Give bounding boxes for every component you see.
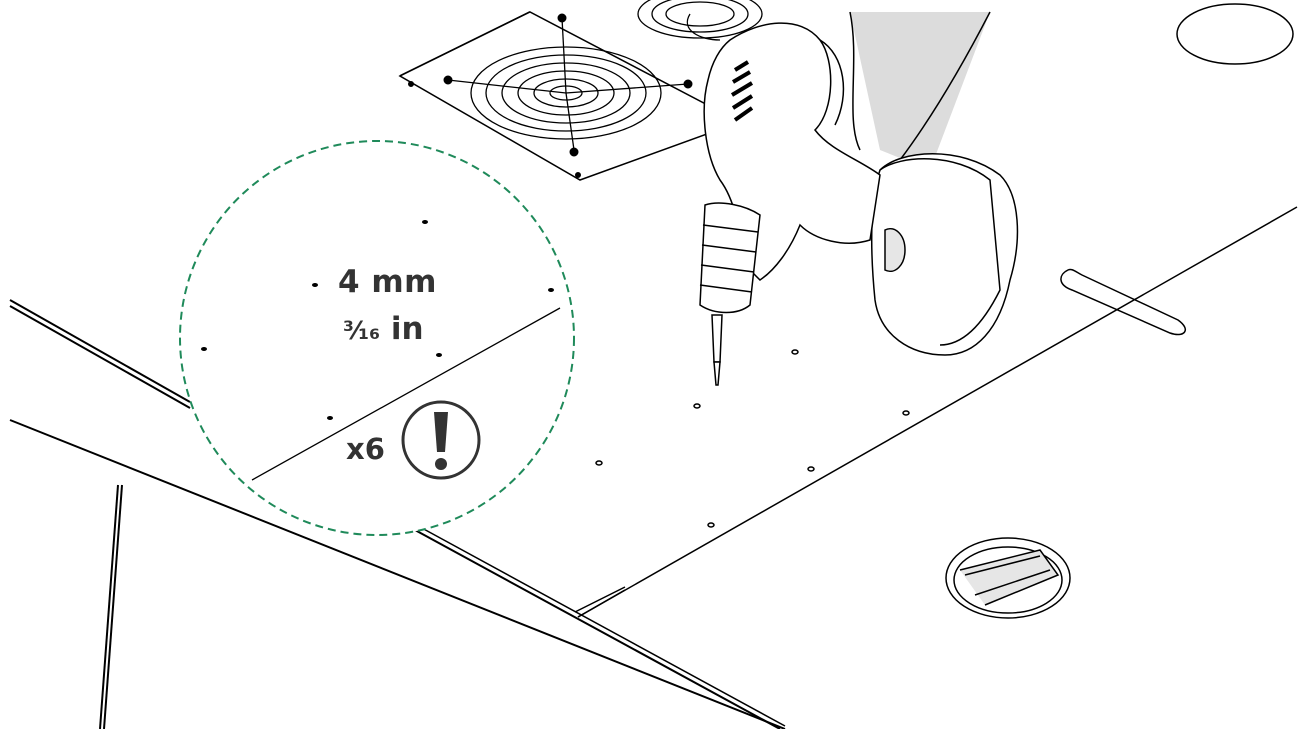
slot-cutout (1060, 268, 1187, 336)
cable-grommet-icon (945, 537, 1071, 619)
drill-size-fraction: ³⁄₁₆ (343, 316, 381, 345)
fan-guard-icon (398, 0, 763, 181)
drill-size-imperial: ³⁄₁₆ in (343, 311, 424, 347)
left-panel (9, 299, 786, 729)
drill-size-unit: in (390, 311, 424, 347)
screw-holes (595, 349, 910, 528)
exclamation-circle-icon (401, 400, 481, 480)
drill-size-metric: 4 mm (338, 264, 437, 300)
oval-cutout (1176, 3, 1294, 65)
screw-quantity: x6 (346, 432, 385, 466)
cordless-drill-icon (699, 11, 1019, 386)
